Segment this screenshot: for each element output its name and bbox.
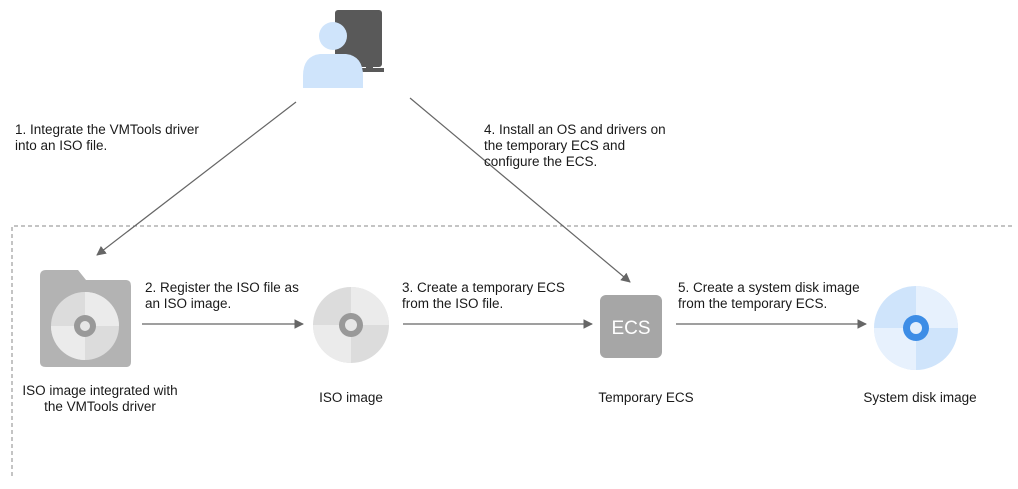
step4-label: 4. Install an OS and drivers on the temp… bbox=[484, 122, 666, 169]
iso-integrated-label: ISO image integrated with the VMTools dr… bbox=[22, 383, 178, 414]
step1-label: 1. Integrate the VMTools driver into an … bbox=[15, 122, 199, 153]
user-computer-icon bbox=[303, 10, 384, 88]
blue-disc-icon bbox=[874, 286, 958, 370]
arrow-step1 bbox=[96, 101, 297, 256]
ecs-server-icon: ECS bbox=[600, 295, 662, 358]
system-disk-image-label: System disk image bbox=[863, 390, 977, 405]
dashed-boundary bbox=[11, 225, 1012, 476]
ecs-icon-text: ECS bbox=[611, 318, 650, 339]
iso-image-label: ISO image bbox=[319, 390, 383, 405]
step3-label: 3. Create a temporary ECS from the ISO f… bbox=[402, 280, 565, 311]
disc-icon bbox=[313, 287, 389, 363]
step2-label: 2. Register the ISO file as an ISO image… bbox=[145, 280, 299, 311]
arrow-step4 bbox=[409, 97, 631, 283]
folder-disc-icon bbox=[40, 270, 131, 367]
step5-label: 5. Create a system disk image from the t… bbox=[678, 280, 860, 311]
temporary-ecs-label: Temporary ECS bbox=[598, 390, 694, 405]
